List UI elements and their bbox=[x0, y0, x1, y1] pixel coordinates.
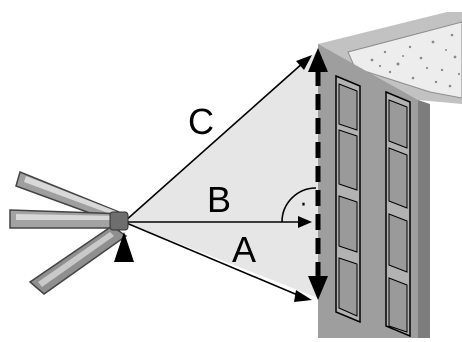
arrowhead-b bbox=[298, 216, 312, 228]
arrowhead-a bbox=[294, 290, 312, 302]
right-angle-icon: · bbox=[281, 187, 317, 223]
double-arrow-icon bbox=[308, 48, 328, 300]
door-right bbox=[385, 90, 411, 338]
house-icon bbox=[318, 12, 462, 338]
sight-triangle bbox=[124, 50, 318, 298]
sight-lines bbox=[123, 61, 305, 297]
door-left bbox=[335, 74, 361, 324]
folding-rule-icon bbox=[9, 170, 129, 295]
right-angle-dot: · bbox=[300, 193, 307, 218]
line-c bbox=[123, 61, 305, 223]
roof-gravel-texture bbox=[370, 33, 461, 88]
tripod-icon bbox=[114, 232, 134, 262]
label-a: A bbox=[232, 229, 256, 270]
label-b: B bbox=[207, 179, 231, 220]
line-a bbox=[123, 221, 301, 297]
wall-shade bbox=[418, 100, 430, 338]
label-c: C bbox=[188, 101, 214, 142]
arrowhead-c bbox=[296, 55, 312, 70]
